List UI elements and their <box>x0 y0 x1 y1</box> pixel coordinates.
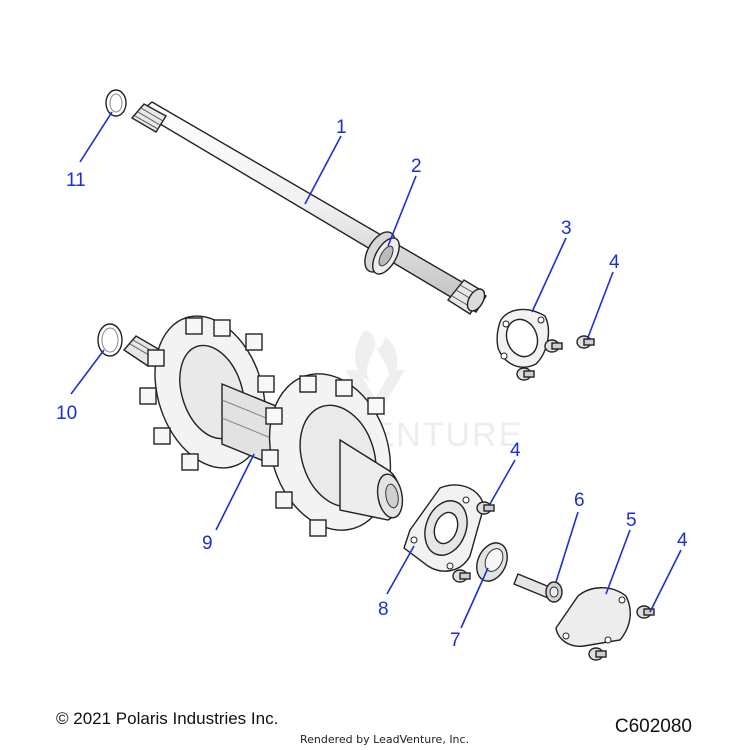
leader-5 <box>605 529 631 595</box>
callout-labels: 1 2 3 4 4 4 5 6 7 8 9 10 11 <box>56 117 688 651</box>
callout-11: 11 <box>66 170 86 191</box>
callout-5: 5 <box>626 510 637 531</box>
snap-ring-10 <box>97 323 123 357</box>
leader-4a <box>586 271 614 341</box>
leader-3 <box>531 237 567 313</box>
copyright-text: © 2021 Polaris Industries Inc. <box>56 709 279 728</box>
callout-1: 1 <box>336 117 347 138</box>
leader-4c <box>649 549 682 613</box>
callout-2: 2 <box>411 156 422 177</box>
bolt-6 <box>513 573 563 603</box>
end-cover-5 <box>555 587 631 647</box>
leader-7 <box>460 567 489 629</box>
leader-2 <box>387 175 417 247</box>
hub-cone <box>339 438 404 521</box>
callout-10: 10 <box>56 403 77 424</box>
leader-11 <box>79 111 113 163</box>
callout-7: 7 <box>450 630 461 651</box>
seal-7 <box>476 542 508 582</box>
sprocket-hub-assembly-9 <box>122 315 404 537</box>
bolt-set-4c <box>588 605 655 661</box>
callout-4a: 4 <box>609 252 620 273</box>
leader-10 <box>70 349 105 395</box>
bearing-2 <box>364 231 400 275</box>
leader-1 <box>304 135 342 205</box>
bearing-housing-8 <box>403 484 485 572</box>
bolt-set-4a <box>516 335 595 381</box>
leader-6 <box>555 511 579 583</box>
callout-9: 9 <box>202 533 213 554</box>
callout-6: 6 <box>574 490 585 511</box>
diagram-code: C602080 <box>614 716 692 737</box>
callout-8: 8 <box>378 599 389 620</box>
callout-3: 3 <box>561 218 572 239</box>
rendered-by-text: Rendered by LeadVenture, Inc. <box>300 733 470 746</box>
bolt-set-4b <box>452 501 495 583</box>
snap-ring-11 <box>105 89 127 117</box>
callout-4b: 4 <box>510 440 521 461</box>
leader-lines <box>70 111 682 629</box>
gasket-3 <box>496 308 550 368</box>
leader-8 <box>386 545 415 595</box>
leader-9 <box>215 453 255 531</box>
leader-4b <box>489 459 516 505</box>
shaft-spline-left <box>130 103 167 133</box>
drive-shaft-1 <box>130 101 487 315</box>
callout-4c: 4 <box>677 530 688 551</box>
